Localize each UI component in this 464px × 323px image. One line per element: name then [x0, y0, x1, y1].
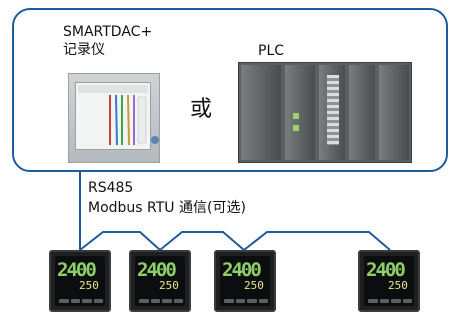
rs485-label: RS485	[88, 180, 134, 196]
controller-sv: 250	[159, 279, 179, 292]
controller-display: 2400 250	[55, 256, 105, 306]
smartdac-label: SMARTDAC+	[63, 24, 153, 40]
controller-display: 2400 250	[364, 256, 414, 306]
plc-label: PLC	[258, 43, 285, 59]
controller-2: 2400 250	[129, 250, 191, 312]
controller-pv: 2400	[137, 259, 177, 281]
plc-status-led	[293, 125, 299, 131]
controller-pv: 2400	[57, 259, 97, 281]
plc-cpu-module	[285, 65, 315, 160]
controller-sv: 250	[388, 279, 408, 292]
recorder-label: 记录仪	[63, 42, 105, 58]
plc-power-module	[241, 65, 281, 160]
controller-keys	[224, 299, 268, 303]
modbus-label: Modbus RTU 通信(可选)	[88, 200, 246, 216]
controller-sv: 250	[244, 279, 264, 292]
recorder-screen	[75, 82, 151, 150]
or-label: 或	[190, 97, 213, 122]
controller-keys	[139, 299, 183, 303]
controller-keys	[368, 299, 412, 303]
controller-4: 2400 250	[358, 250, 420, 312]
controller-display: 2400 250	[135, 256, 185, 306]
controller-sv: 250	[79, 279, 99, 292]
plc-image	[238, 62, 412, 163]
plc-io-module	[379, 65, 409, 160]
controller-display: 2400 250	[220, 256, 270, 306]
controller-pv: 2400	[366, 259, 406, 281]
recorder-button-icon	[151, 136, 159, 144]
plc-terminal-block	[327, 75, 339, 145]
recorder-trend-graphic	[78, 85, 148, 146]
plc-io-module	[349, 65, 375, 160]
controller-3: 2400 250	[214, 250, 276, 312]
plc-status-led	[293, 113, 299, 119]
controller-pv: 2400	[222, 259, 262, 281]
controller-1: 2400 250	[49, 250, 111, 312]
controller-keys	[59, 299, 103, 303]
smartdac-recorder-image	[68, 73, 160, 163]
